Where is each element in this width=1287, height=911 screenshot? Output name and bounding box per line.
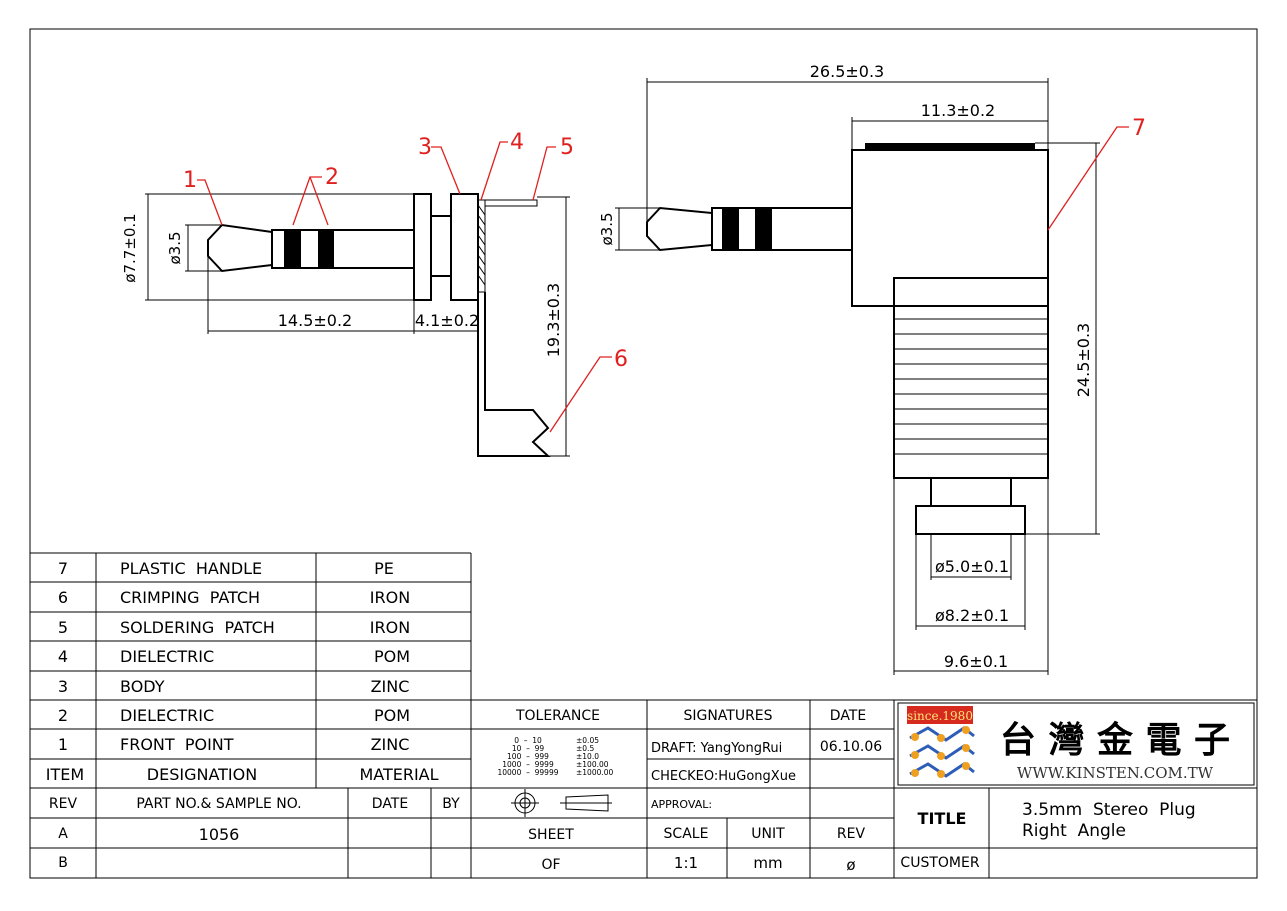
signatures-label: SIGNATURES xyxy=(683,708,772,724)
tol-value: ±10.0 xyxy=(576,752,599,761)
rev-label: REV xyxy=(49,796,78,812)
dim-left-len1: 14.5±0.2 xyxy=(278,311,352,330)
bom-item: 3 xyxy=(58,677,68,696)
bom-header-designation: DESIGNATION xyxy=(147,765,257,784)
draft: DRAFT: YangYongRui xyxy=(651,741,782,756)
dim-left-len2: 4.1±0.2 xyxy=(415,311,479,330)
bom-material: POM xyxy=(374,706,410,725)
bom-material: IRON xyxy=(370,588,410,607)
bom-designation: DIELECTRIC xyxy=(120,706,214,725)
dim-right-width: 26.5±0.3 xyxy=(810,62,884,81)
callout-2: 2 xyxy=(325,165,339,190)
date-col: DATE xyxy=(830,708,866,724)
tol-range: 1000 – 9999 xyxy=(502,760,554,769)
tol-value: ±1000.00 xyxy=(576,768,614,777)
dim-left-height: 19.3±0.3 xyxy=(544,283,563,357)
callout-leaders xyxy=(197,126,1129,433)
bom-item: 6 xyxy=(58,588,68,607)
tol-range: 100 – 999 xyxy=(507,752,549,761)
dim-right-pin: ø3.5 xyxy=(598,212,616,245)
dim-right-d3: 9.6±0.1 xyxy=(944,652,1008,671)
bom-material: IRON xyxy=(370,618,410,637)
bom-item: 4 xyxy=(58,647,68,666)
rev-b: B xyxy=(58,855,68,871)
part-a: 1056 xyxy=(199,825,240,844)
checked: CHECKEO:HuGongXue xyxy=(651,769,796,784)
unit-label: UNIT xyxy=(751,826,785,842)
bom-designation: PLASTIC HANDLE xyxy=(120,559,262,578)
dim-left-pin: ø3.5 xyxy=(166,231,184,264)
title-line1: 3.5mm Stereo Plug xyxy=(1022,800,1196,820)
date-label: DATE xyxy=(372,796,408,812)
callout-3: 3 xyxy=(418,135,432,160)
projection-symbol-icon xyxy=(511,789,612,817)
sheet-label: SHEET xyxy=(528,827,574,843)
logo-chinese: 台 灣 金 電 子 xyxy=(1000,719,1230,761)
bom-material: PE xyxy=(374,559,394,578)
callout-4: 4 xyxy=(510,130,524,155)
bom-item: 1 xyxy=(58,735,68,754)
scale-label: SCALE xyxy=(664,826,709,842)
bom-designation: FRONT POINT xyxy=(120,735,234,754)
logo-since: since.1980 xyxy=(907,709,973,723)
tol-range: 10000 – 99999 xyxy=(497,768,558,777)
date-val: 06.10.06 xyxy=(820,739,882,755)
callout-1: 1 xyxy=(183,168,197,193)
callout-5: 5 xyxy=(560,135,574,160)
callout-7: 7 xyxy=(1132,116,1146,141)
unit-val: mm xyxy=(753,854,782,872)
bom-item: 5 xyxy=(58,618,68,637)
dim-left-dia: ø7.7±0.1 xyxy=(121,213,139,282)
dim-right-d1: ø5.0±0.1 xyxy=(935,557,1009,576)
bom-designation: CRIMPING PATCH xyxy=(120,588,260,607)
tol-value: ±100.00 xyxy=(576,760,609,769)
tolerance-label: TOLERANCE xyxy=(515,708,600,724)
part-label: PART NO.& SAMPLE NO. xyxy=(136,796,301,812)
bom-item: 2 xyxy=(58,706,68,725)
bom-material: POM xyxy=(374,647,410,666)
tol-value: ±0.5 xyxy=(576,744,594,753)
tol-value: ±0.05 xyxy=(576,736,599,745)
logo-url: WWW.KINSTEN.COM.TW xyxy=(1017,764,1214,782)
left-view xyxy=(145,193,570,457)
dim-right-height: 24.5±0.3 xyxy=(1074,323,1093,397)
callout-6: 6 xyxy=(614,347,628,372)
dim-right-top: 11.3±0.2 xyxy=(921,101,995,120)
bom-table-grid xyxy=(30,552,1258,878)
kinsten-logo-icon xyxy=(897,702,1255,786)
rev-val: ø xyxy=(846,856,855,874)
title-label: TITLE xyxy=(918,809,967,828)
by-label: BY xyxy=(442,796,460,812)
right-view xyxy=(615,78,1100,675)
scale-val: 1:1 xyxy=(674,854,698,872)
rev-col: REV xyxy=(837,826,866,842)
tol-range: 0 – 10 xyxy=(514,736,542,745)
dim-right-d2: ø8.2±0.1 xyxy=(935,606,1009,625)
bom-item: 7 xyxy=(58,559,68,578)
rev-a: A xyxy=(58,826,68,842)
tol-range: 10 – 99 xyxy=(512,744,545,753)
customer-label: CUSTOMER xyxy=(900,855,979,871)
bom-header-item: ITEM xyxy=(46,765,84,784)
bom-material: ZINC xyxy=(371,735,410,754)
bom-designation: DIELECTRIC xyxy=(120,647,214,666)
approval: APPROVAL: xyxy=(651,798,712,811)
bom-designation: BODY xyxy=(120,677,165,696)
sheet-val: OF xyxy=(541,857,560,873)
bom-designation: SOLDERING PATCH xyxy=(120,618,275,637)
bom-header-material: MATERIAL xyxy=(359,765,438,784)
sheet-border xyxy=(29,28,1258,879)
title-line2: Right Angle xyxy=(1022,821,1126,841)
bom-material: ZINC xyxy=(371,677,410,696)
